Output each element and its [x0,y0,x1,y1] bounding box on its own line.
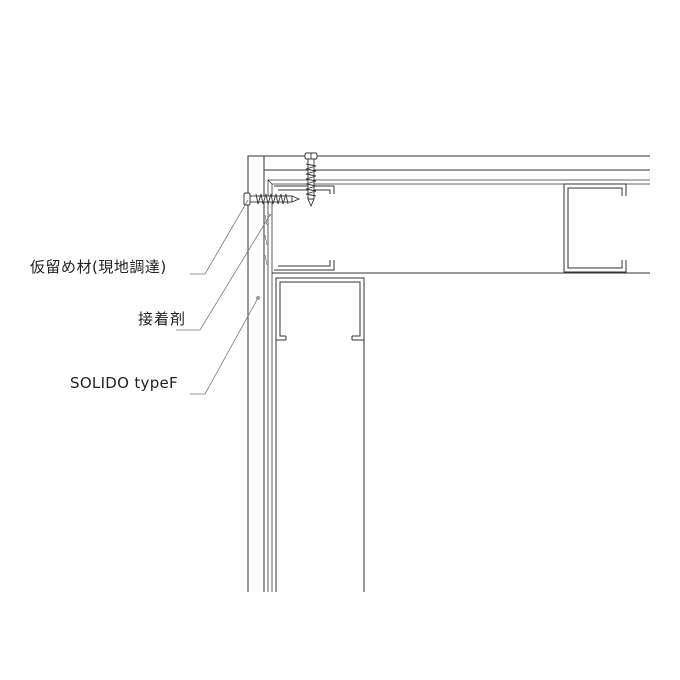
solido-panel-outline [247,155,650,592]
top-screw-icon [304,152,318,208]
leader-adhesive [176,214,271,331]
label-solido-typef: SOLIDO typeF [70,374,178,392]
horizontal-c-channel-left [274,185,335,271]
side-screw-icon [243,192,301,206]
leader-markers [256,213,272,300]
leader-temporary-fixing [190,199,249,275]
leader-lines [176,199,271,395]
label-temporary-fixing-material: 仮留め材(現地調達) [30,258,167,276]
vertical-c-channel [275,277,365,592]
label-adhesive: 接着剤 [138,310,187,328]
leader-solido [190,297,259,395]
horizontal-c-channel-right [563,183,627,273]
adhesive-layer [264,214,268,266]
backing-strip [267,179,650,592]
